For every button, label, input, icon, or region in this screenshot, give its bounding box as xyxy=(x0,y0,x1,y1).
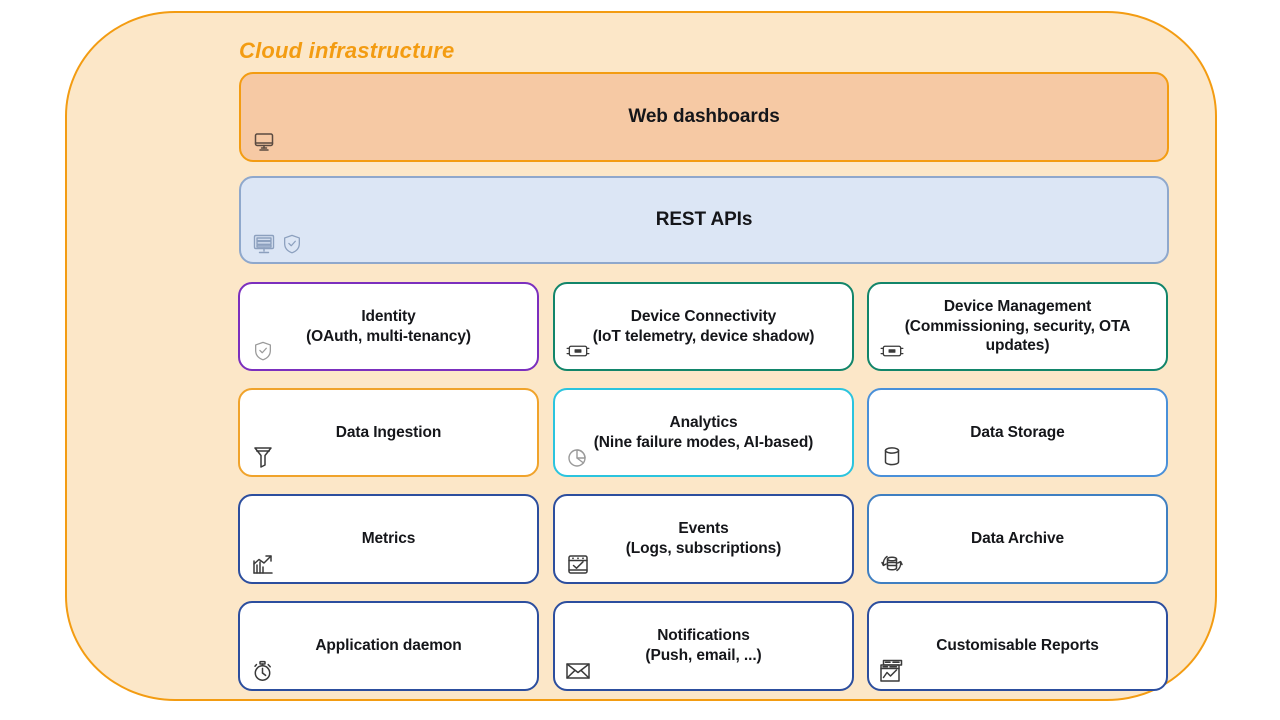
card-data-archive[interactable]: Data Archive xyxy=(867,494,1168,584)
card-customisable-reports[interactable]: Customisable Reports xyxy=(867,601,1168,691)
card-web-dashboards[interactable]: Web dashboards xyxy=(239,72,1169,162)
card-analytics-heading: Analytics xyxy=(669,413,738,431)
card-web-dashboards-title: Web dashboards xyxy=(628,105,780,127)
bar-chart-trend-icon xyxy=(250,551,276,577)
card-application-daemon-title: Application daemon xyxy=(281,636,495,656)
card-data-archive-heading: Data Archive xyxy=(971,530,1064,548)
cloud-infrastructure-container: Cloud infrastructure Web dashboards REST… xyxy=(65,11,1217,701)
database-refresh-icon xyxy=(879,551,905,577)
card-device-management-title: Device Management (Commissioning, securi… xyxy=(869,297,1166,356)
card-metrics[interactable]: Metrics xyxy=(238,494,539,584)
chip-module-icon xyxy=(879,338,905,364)
card-notifications-heading: Notifications xyxy=(657,627,750,645)
card-analytics-subtitle: (Nine failure modes, AI-based) xyxy=(593,433,814,451)
card-device-management-subtitle: (Commissioning, security, OTA updates) xyxy=(904,317,1131,355)
monitor-icon xyxy=(251,129,277,155)
card-notifications-subtitle: (Push, email, ...) xyxy=(645,647,762,664)
funnel-icon xyxy=(250,444,276,470)
card-data-archive-title: Data Archive xyxy=(937,529,1098,549)
chip-module-icon xyxy=(565,338,591,364)
stopwatch-icon xyxy=(250,658,276,684)
card-data-storage-heading: Data Storage xyxy=(970,423,1065,441)
card-application-daemon[interactable]: Application daemon xyxy=(238,601,539,691)
card-device-management[interactable]: Device Management (Commissioning, securi… xyxy=(867,282,1168,371)
card-events-subtitle: (Logs, subscriptions) xyxy=(625,540,782,557)
card-application-daemon-heading: Application daemon xyxy=(315,637,462,655)
card-identity-subtitle: (OAuth, multi-tenancy) xyxy=(306,327,471,345)
card-events-heading: Events xyxy=(678,520,729,538)
card-metrics-heading: Metrics xyxy=(361,530,416,548)
database-cylinder-icon xyxy=(879,444,905,470)
card-events[interactable]: Events (Logs, subscriptions) xyxy=(553,494,854,584)
shield-check-icon xyxy=(279,231,305,257)
card-device-connectivity-subtitle: (IoT telemetry, device shadow) xyxy=(592,327,815,345)
server-monitor-icon xyxy=(251,231,277,257)
card-device-management-heading: Device Management xyxy=(943,297,1092,315)
card-rest-apis[interactable]: REST APIs xyxy=(239,176,1169,264)
pie-chart-icon xyxy=(565,444,591,470)
card-identity-heading: Identity xyxy=(361,307,416,325)
card-metrics-title: Metrics xyxy=(328,529,450,549)
card-data-storage[interactable]: Data Storage xyxy=(867,388,1168,477)
card-analytics[interactable]: Analytics (Nine failure modes, AI-based) xyxy=(553,388,854,477)
card-events-title: Events (Logs, subscriptions) xyxy=(592,519,816,559)
card-data-ingestion-title: Data Ingestion xyxy=(302,423,475,443)
card-identity-title: Identity (OAuth, multi-tenancy) xyxy=(272,307,505,347)
envelope-icon xyxy=(565,658,591,684)
report-chart-window-icon xyxy=(879,658,905,684)
card-device-connectivity-title: Device Connectivity (IoT telemetry, devi… xyxy=(559,307,849,347)
card-rest-apis-title: REST APIs xyxy=(655,208,753,230)
card-notifications-title: Notifications (Push, email, ...) xyxy=(611,626,795,666)
calendar-check-icon xyxy=(565,551,591,577)
card-notifications[interactable]: Notifications (Push, email, ...) xyxy=(553,601,854,691)
card-customisable-reports-heading: Customisable Reports xyxy=(936,637,1099,655)
card-device-connectivity-heading: Device Connectivity xyxy=(630,307,777,325)
shield-check-icon xyxy=(250,338,276,364)
card-customisable-reports-title: Customisable Reports xyxy=(902,636,1133,656)
card-data-ingestion-heading: Data Ingestion xyxy=(335,423,442,441)
card-device-connectivity[interactable]: Device Connectivity (IoT telemetry, devi… xyxy=(553,282,854,371)
card-analytics-title: Analytics (Nine failure modes, AI-based) xyxy=(560,413,848,453)
card-data-storage-title: Data Storage xyxy=(936,423,1098,443)
card-data-ingestion[interactable]: Data Ingestion xyxy=(238,388,539,477)
card-identity[interactable]: Identity (OAuth, multi-tenancy) xyxy=(238,282,539,371)
cloud-infrastructure-title: Cloud infrastructure xyxy=(239,38,455,63)
